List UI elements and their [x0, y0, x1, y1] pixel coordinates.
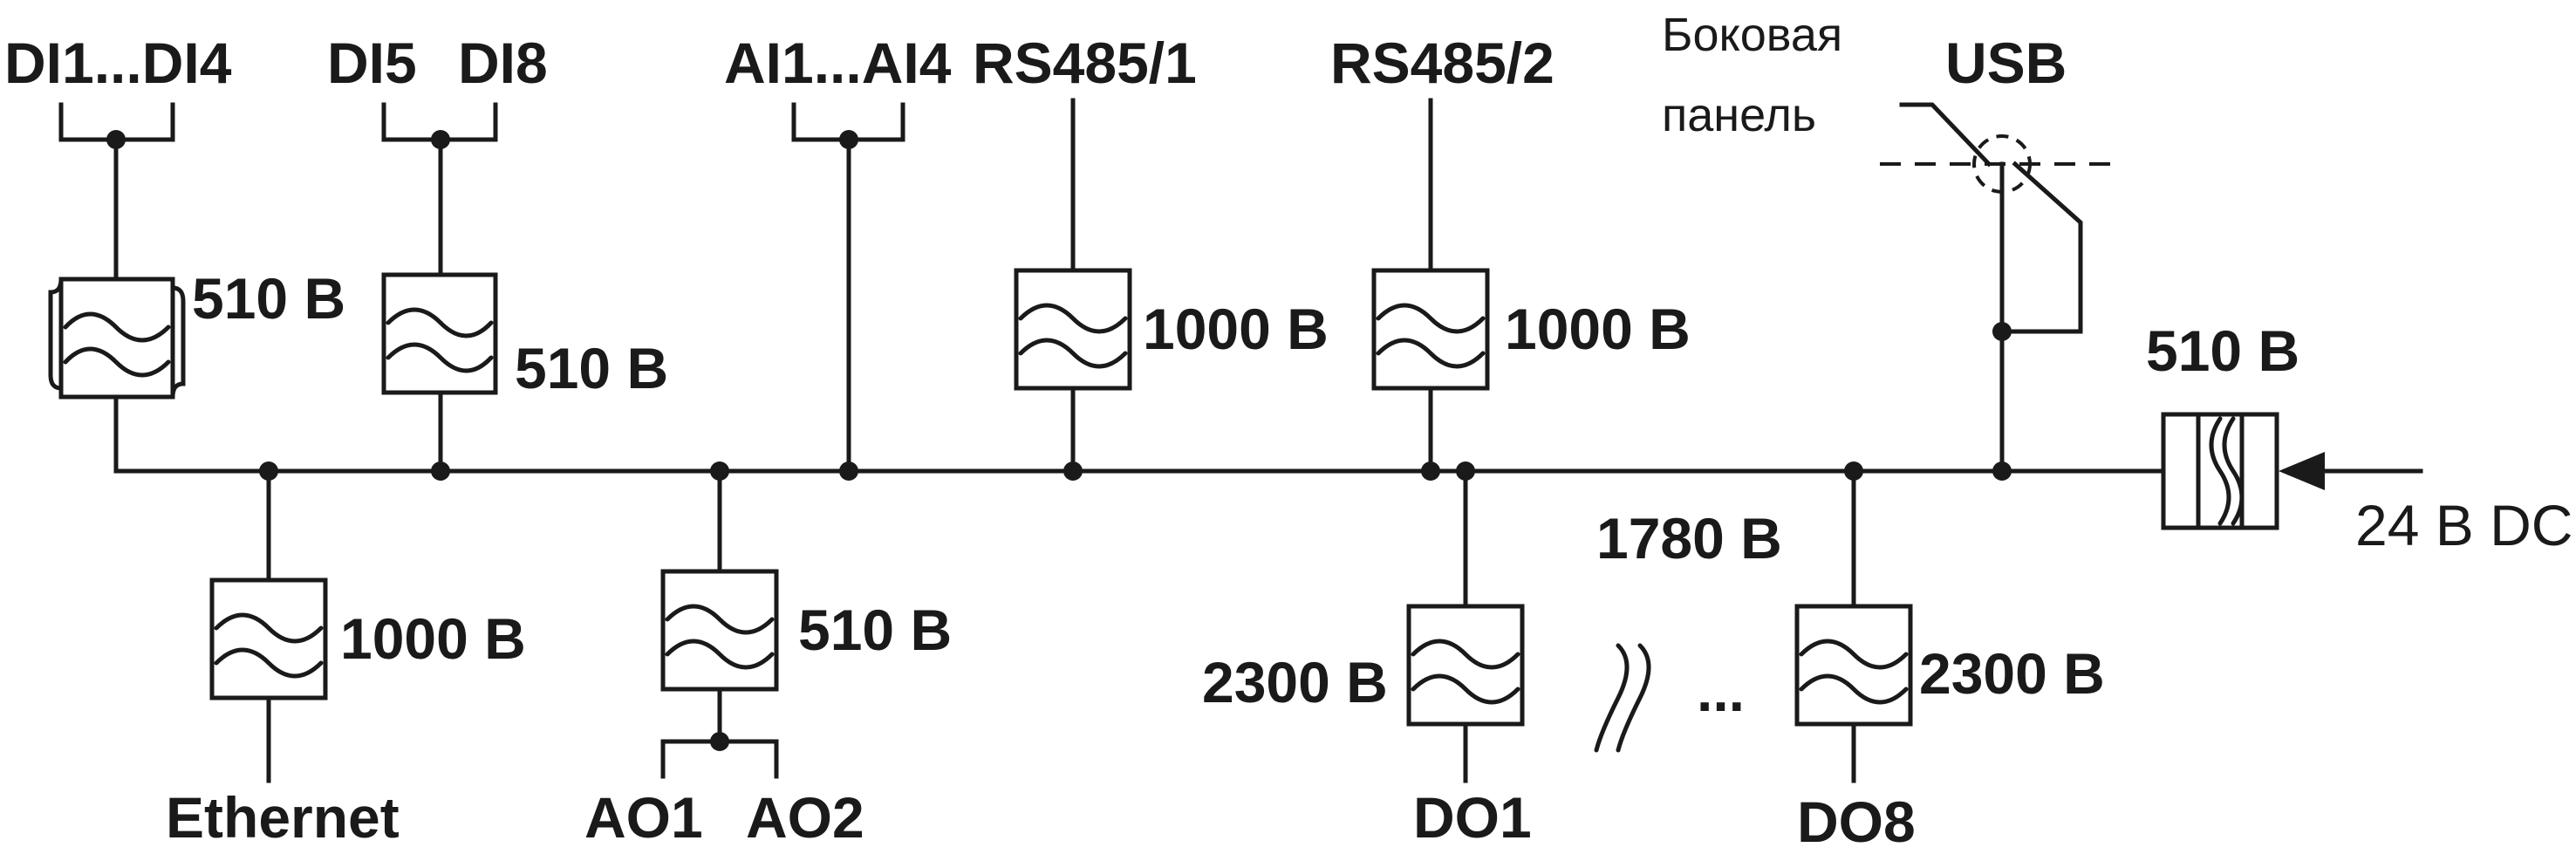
port-label-do1: DO1	[1413, 785, 1532, 850]
port-label-usb: USB	[1945, 31, 2067, 95]
ao-branch	[660, 461, 779, 779]
power-branch	[2161, 412, 2423, 530]
isolation-label-rs485-1: 1000 В	[1143, 297, 1329, 361]
rs485-1-branch	[1014, 98, 1132, 481]
di5-8-branch	[381, 102, 498, 481]
isolation-label-rs485-2: 1000 В	[1505, 297, 1691, 361]
port-label-rs485-2: RS485/2	[1330, 31, 1554, 95]
port-label-ethernet: Ethernet	[166, 785, 400, 850]
power-input-label: 24 В DC	[2355, 493, 2573, 557]
do1-branch	[1406, 461, 1525, 783]
isolation-label-ao: 510 В	[798, 598, 952, 662]
isolation-label-power: 510 В	[2146, 318, 2299, 383]
isolation-label-ethernet: 1000 В	[340, 606, 526, 671]
port-label-ao1: AO1	[584, 785, 703, 850]
side-panel-label-2: панель	[1662, 89, 1816, 141]
do8-branch	[1794, 461, 1913, 783]
do-ellipsis: ...	[1697, 659, 1745, 723]
port-label-do8: DO8	[1797, 789, 1916, 854]
port-label-ai1-4: AI1...AI4	[724, 31, 952, 95]
ai1-4-branch	[791, 102, 905, 481]
port-label-rs485-1: RS485/1	[973, 31, 1197, 95]
port-label-di8: DI8	[458, 31, 548, 95]
usb-branch	[1880, 102, 2111, 481]
port-label-di5: DI5	[327, 31, 417, 95]
isolation-label-do8: 2300 В	[1919, 641, 2105, 706]
rs485-2-branch	[1371, 98, 1490, 481]
isolation-label-do-between: 1780 В	[1596, 506, 1782, 571]
port-label-ao2: AO2	[746, 785, 864, 850]
ethernet-branch	[209, 461, 328, 783]
side-panel-label-1: Боковая	[1662, 9, 1842, 61]
do-between-isolation-mark	[1594, 643, 1651, 753]
isolation-label-di5-8: 510 В	[515, 336, 668, 400]
isolation-label-do1: 2300 В	[1202, 650, 1388, 714]
port-label-di1-4: DI1...DI4	[4, 31, 232, 95]
di1-4-branch	[48, 102, 186, 474]
isolation-label-di1-4: 510 В	[192, 266, 345, 331]
